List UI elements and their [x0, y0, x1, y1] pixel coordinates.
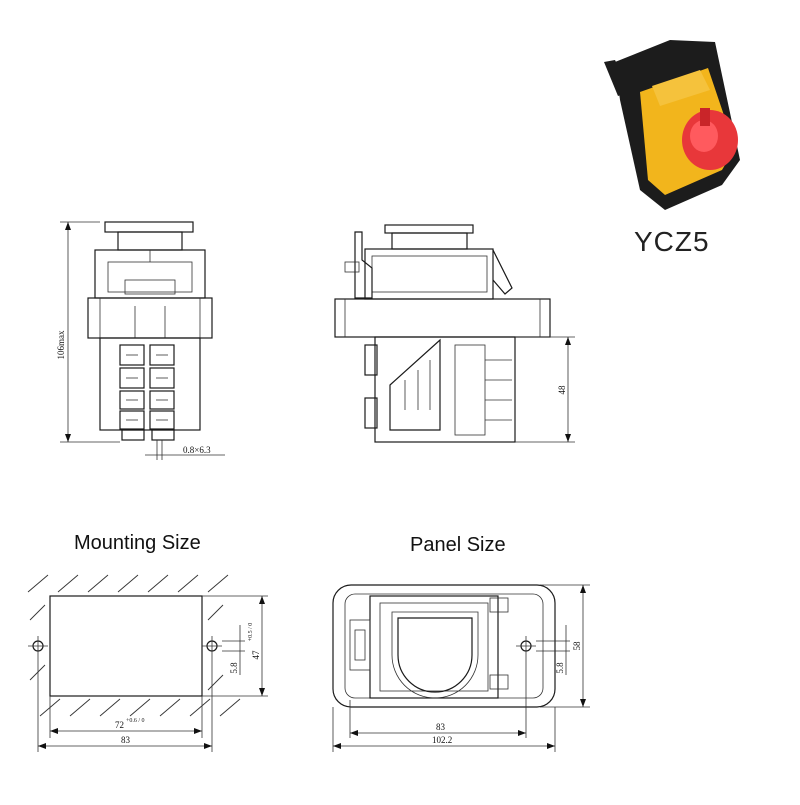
hatch-sides: [29, 604, 224, 691]
hatch-bottom: [39, 698, 241, 717]
product-illustration: [604, 40, 740, 210]
mount-outer-dimension: 83: [121, 735, 131, 745]
panel-height-dimension: 58: [572, 641, 582, 651]
mount-width-dimension: 72: [115, 720, 124, 730]
panel-hole-dimension: 5.8: [555, 662, 565, 674]
terminal-block: [119, 344, 175, 430]
panel-outer-dimension: 102.2: [432, 735, 452, 745]
side-depth-dimension: 48: [557, 385, 567, 395]
mounting-cutout: [49, 595, 203, 697]
mounting-size-title: Mounting Size: [74, 532, 201, 554]
hatch-top: [27, 574, 229, 593]
panel-size-drawing: 83 102.2 58 5.8: [332, 584, 590, 752]
front-height-dimension: 106max: [56, 330, 66, 359]
panel-outline: [332, 584, 556, 708]
side-view: 48: [334, 224, 575, 443]
mount-height-tolerance: +0.5 / 0: [248, 623, 254, 642]
panel-size-title: Panel Size: [410, 534, 506, 556]
terminal-dimension: 0.8×6.3: [183, 445, 211, 455]
front-view: 106max 0.8×6.3: [56, 221, 225, 460]
mount-hole-dimension: 5.8: [229, 662, 239, 674]
mounting-size-drawing: 72 +0.6 / 0 83 47 +0.5 / 0 5.8: [27, 574, 268, 752]
mount-width-tolerance: +0.6 / 0: [126, 718, 145, 724]
panel-inner-dimension: 83: [436, 722, 446, 732]
mount-height-dimension: 47: [251, 650, 261, 660]
switch-cover-outline: [397, 617, 473, 693]
model-label: YCZ5: [634, 226, 710, 257]
